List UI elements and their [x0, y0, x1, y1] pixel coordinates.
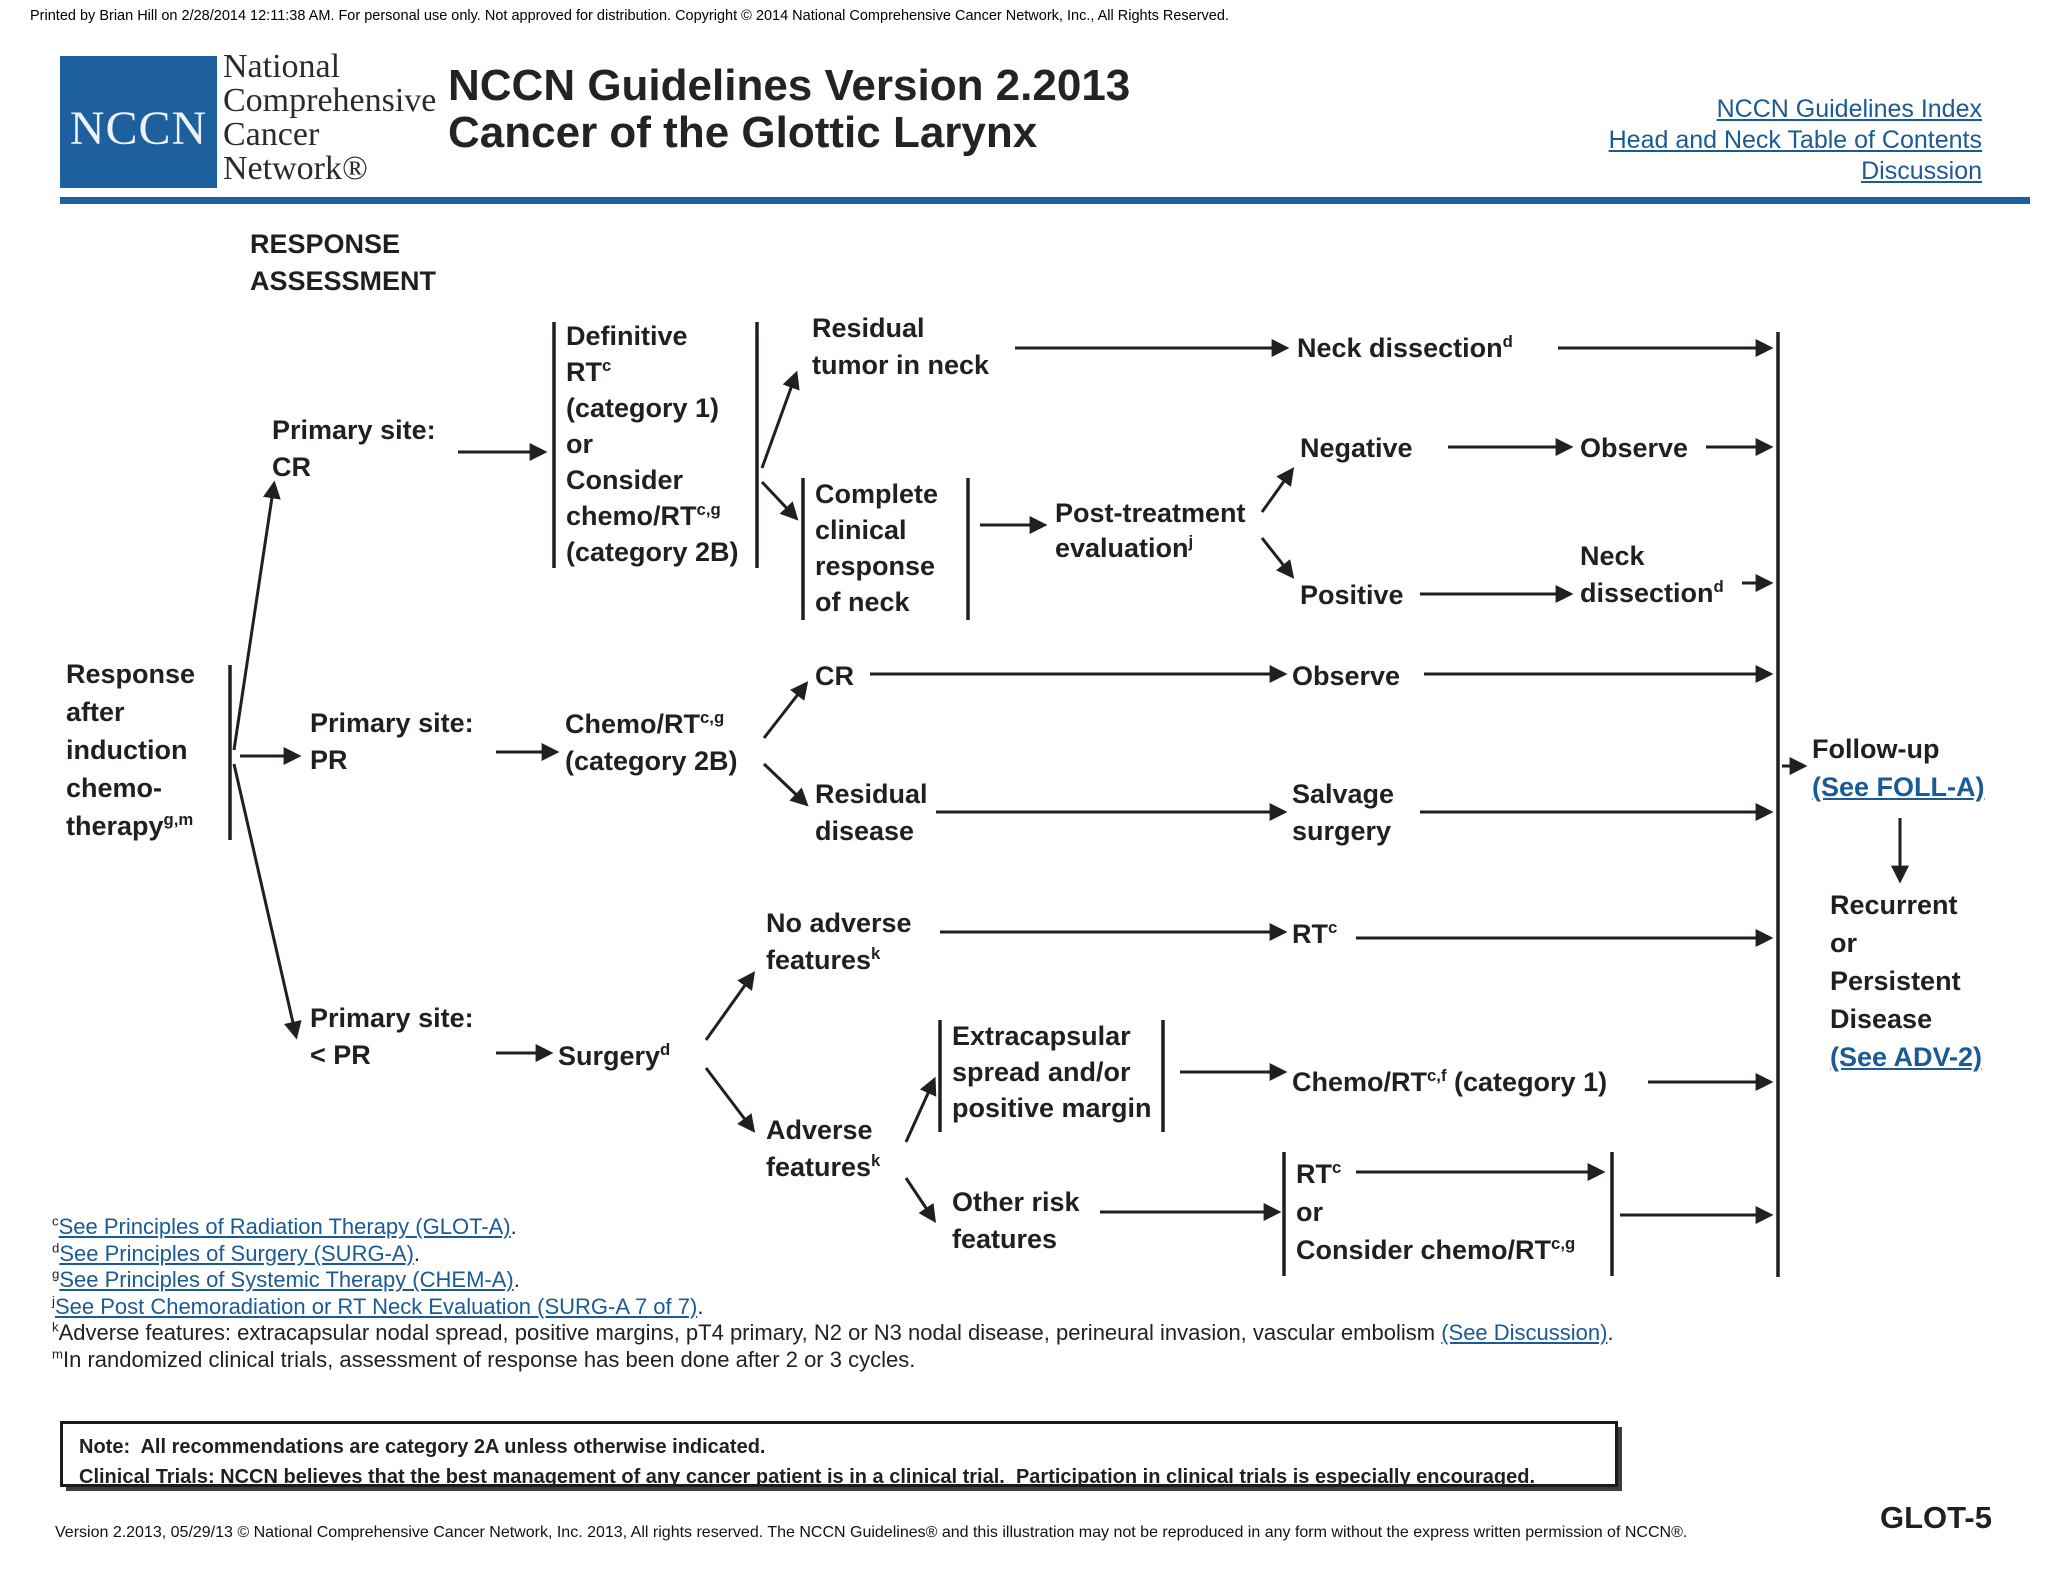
node-chemo-rt-category1: Chemo/RTc,f (category 1) [1292, 1066, 1608, 1097]
node-follow-up-link[interactable]: (See FOLL-A) [1812, 772, 1985, 802]
node-primary-site-less-pr: Primary site:< PR [310, 1003, 474, 1070]
link-guidelines-index[interactable]: NCCN Guidelines Index [1716, 95, 1982, 123]
node-observe-neck: Observe [1580, 433, 1689, 463]
node-negative: Negative [1300, 433, 1413, 463]
link-head-neck-toc[interactable]: Head and Neck Table of Contents [1608, 126, 1982, 154]
footer-copyright: Version 2.2013, 05/29/13 © National Comp… [55, 1524, 1688, 1541]
nccn-logo-acronym: NCCN [69, 101, 208, 155]
page-title: NCCN Guidelines Version 2.2013 Cancer of… [448, 62, 1130, 156]
footnotes-link[interactable]: (See Discussion) [1441, 1320, 1608, 1345]
nccn-brand-name: National Comprehensive Cancer Network® [223, 48, 437, 187]
note-line: Note: All recommendations are category 2… [79, 1436, 766, 1458]
footnotes-link[interactable]: See Principles of Systemic Therapy (CHEM… [59, 1267, 514, 1292]
node-surgery: Surgeryd [558, 1040, 671, 1071]
node-observe-cr: Observe [1292, 661, 1401, 691]
node-primary-site-cr: Primary site:CR [272, 415, 436, 482]
page-title-line1: NCCN Guidelines Version 2.2013 [448, 61, 1131, 110]
header-links: NCCN Guidelines Index Head and Neck Tabl… [1609, 94, 1982, 187]
footnotes-link[interactable]: See Principles of Surgery (SURG-A) [59, 1240, 414, 1266]
footnotes-link[interactable]: See Principles of Radiation Therapy (GLO… [58, 1214, 511, 1239]
node-follow-up: Follow-up(See FOLL-A) [1812, 734, 1985, 802]
link-discussion[interactable]: Discussion [1861, 157, 1982, 185]
node-recurrent-persistent-disease-link[interactable]: (See ADV-2) [1830, 1042, 1983, 1072]
note-box: Note: All recommendations are category 2… [60, 1421, 1618, 1488]
footnotes-link[interactable]: See Post Chemoradiation or RT Neck Evalu… [54, 1293, 698, 1319]
node-rt: RTc [1292, 918, 1338, 949]
clinical-trials-line: Clinical Trials: NCCN believes that the … [79, 1466, 1536, 1488]
footnotes: cSee Principles of Radiation Therapy (GL… [52, 1213, 1614, 1372]
page-id: GLOT-5 [1880, 1500, 1992, 1535]
node-cr-response: CR [815, 661, 854, 691]
node-neck-dissection-top: Neck dissectiond [1297, 332, 1513, 363]
node-chemo-rt-2b: Chemo/RTc,g(category 2B) [565, 708, 738, 776]
header-divider [60, 197, 2030, 204]
nccn-logo: NCCN [60, 56, 217, 188]
page-title-line2: Cancer of the Glottic Larynx [448, 108, 1038, 157]
node-primary-site-pr: Primary site:PR [310, 708, 474, 775]
print-watermark: Printed by Brian Hill on 2/28/2014 12:11… [30, 8, 1229, 24]
node-positive: Positive [1300, 580, 1404, 610]
